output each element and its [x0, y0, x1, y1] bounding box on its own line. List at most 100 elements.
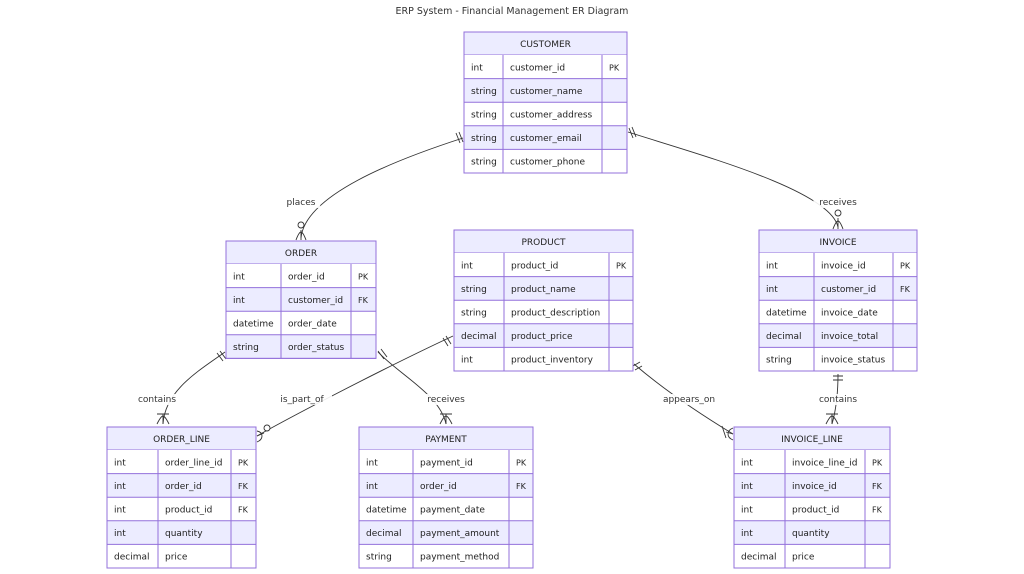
attribute-type: int: [741, 529, 753, 539]
entity-grid: [358, 426, 534, 569]
attribute-type: string: [461, 309, 487, 319]
attribute-type: string: [461, 285, 487, 295]
attribute-name: product_inventory: [511, 356, 594, 366]
attribute-key: FK: [872, 482, 883, 491]
one-marker: [455, 131, 464, 144]
attribute-name: order_id: [288, 272, 325, 282]
relationship-label-is-part-of: is_part_of: [280, 395, 324, 405]
attribute-row: [226, 311, 376, 335]
attribute-name: order_id: [420, 482, 457, 492]
relationship-label-contains-invoice: contains: [819, 395, 857, 405]
attribute-type: int: [366, 482, 378, 492]
attribute-row: [226, 287, 376, 312]
entity-name: CUSTOMER: [520, 40, 571, 50]
entity-name: ORDER_LINE: [153, 435, 210, 445]
relationship-line-contains-order: [162, 351, 226, 425]
attribute-type: string: [233, 343, 259, 353]
attribute-type: int: [233, 296, 245, 306]
attribute-name: customer_id: [510, 63, 565, 73]
entity-border: [463, 31, 628, 174]
attribute-row: [107, 520, 256, 545]
attribute-row: [359, 520, 533, 545]
attribute-type: int: [114, 506, 126, 516]
attribute-name: price: [165, 553, 188, 563]
entity-grid: [733, 426, 891, 569]
attribute-key: FK: [238, 482, 249, 491]
attribute-type: int: [766, 285, 778, 295]
zero-marker: [297, 221, 305, 229]
attribute-type: decimal: [766, 332, 801, 342]
entity-name: INVOICE_LINE: [781, 435, 843, 445]
attribute-row: [759, 253, 917, 277]
attribute-row: [454, 323, 633, 348]
attribute-name: customer_email: [510, 134, 582, 144]
one-marker: [216, 350, 227, 362]
relationship-label-places: places: [287, 198, 316, 208]
entity-border: [225, 240, 377, 359]
attribute-name: product_id: [511, 261, 558, 271]
relationship-label-bg: [281, 197, 321, 208]
relationship-label-contains-order: contains: [138, 395, 176, 405]
entity-grid: [225, 240, 377, 359]
attribute-name: payment_id: [420, 458, 473, 468]
attribute-row: [107, 497, 256, 521]
attribute-row: [454, 347, 633, 371]
attribute-name: quantity: [792, 529, 830, 539]
many-marker: [721, 425, 734, 441]
attribute-name: product_id: [165, 506, 212, 516]
attribute-row: [454, 276, 633, 301]
attribute-type: int: [114, 482, 126, 492]
attribute-name: order_date: [288, 320, 337, 330]
many-marker: [832, 218, 844, 230]
attribute-row: [464, 102, 627, 126]
attribute-type: int: [366, 458, 378, 468]
many-marker: [439, 413, 453, 425]
attribute-type: int: [114, 458, 126, 468]
attribute-type: int: [461, 356, 473, 366]
many-marker: [825, 413, 839, 425]
attribute-type: string: [366, 553, 392, 563]
attribute-row: [759, 300, 917, 324]
relationship-label-bg: [813, 394, 863, 405]
relationship-line-receives-invoice: [627, 131, 839, 228]
attribute-type: string: [471, 158, 497, 168]
relationship-label-bg: [272, 394, 332, 405]
attribute-name: order_line_id: [165, 458, 222, 468]
entity-grid: [106, 426, 257, 569]
attribute-name: customer_id: [288, 296, 343, 306]
relationship-line-places: [300, 137, 464, 239]
attribute-row: [359, 450, 533, 474]
attribute-name: product_price: [511, 332, 573, 342]
attribute-type: decimal: [741, 553, 776, 563]
attribute-key: FK: [238, 506, 249, 515]
attribute-row: [734, 450, 890, 474]
relationship-line-receives-payment: [377, 351, 447, 425]
zero-marker: [263, 424, 271, 432]
entity-border: [106, 426, 257, 569]
attribute-name: price: [792, 553, 815, 563]
attribute-name: invoice_status: [821, 356, 885, 366]
attribute-name: payment_method: [420, 553, 499, 563]
relationship-label-bg: [132, 394, 182, 405]
attribute-key: FK: [872, 506, 883, 515]
attribute-key: PK: [238, 458, 249, 467]
diagram-title: ERP System - Financial Management ER Dia…: [396, 6, 629, 17]
attribute-row: [107, 450, 256, 474]
attribute-name: product_description: [511, 309, 600, 319]
entity-border: [358, 426, 534, 569]
attribute-type: int: [114, 529, 126, 539]
attribute-row: [734, 544, 890, 568]
attribute-row: [359, 544, 533, 568]
attribute-name: order_id: [165, 482, 202, 492]
attribute-row: [734, 497, 890, 521]
relationship-label-receives-payment: receives: [427, 395, 465, 405]
attribute-name: order_status: [288, 343, 344, 353]
